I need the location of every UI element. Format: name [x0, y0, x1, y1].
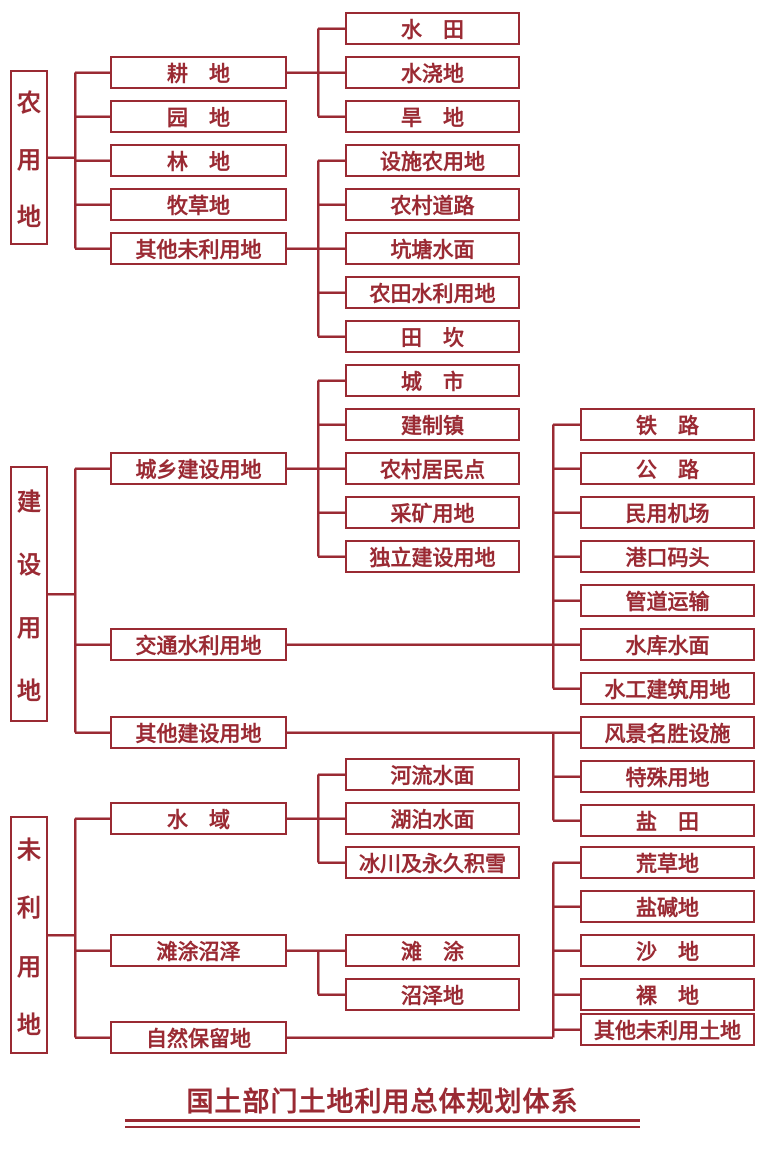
- node-independent-construction-land: 独立建设用地: [345, 540, 520, 573]
- node-wild-grassland: 荒草地: [580, 846, 755, 879]
- node-salt-pan: 盐 田: [580, 804, 755, 837]
- node-agricultural-land: 农用地: [10, 70, 48, 245]
- node-rural-road: 农村道路: [345, 188, 520, 221]
- title-underline-top: [125, 1119, 640, 1122]
- node-rural-settlement: 农村居民点: [345, 452, 520, 485]
- node-civil-airport: 民用机场: [580, 496, 755, 529]
- node-cultivated-land: 耕 地: [110, 56, 287, 89]
- node-sandy-land: 沙 地: [580, 934, 755, 967]
- node-irrigated-land: 水浇地: [345, 56, 520, 89]
- node-tidal-flat-marsh: 滩涂沼泽: [110, 934, 287, 967]
- node-mining-land: 采矿用地: [345, 496, 520, 529]
- node-scenic-facility-land: 风景名胜设施: [580, 716, 755, 749]
- node-transport-water-conservancy-land: 交通水利用地: [110, 628, 287, 661]
- node-forest-land: 林 地: [110, 144, 287, 177]
- node-farmland-water-conservancy-land: 农田水利用地: [345, 276, 520, 309]
- node-marshland: 沼泽地: [345, 978, 520, 1011]
- node-hydraulic-structure-land: 水工建筑用地: [580, 672, 755, 705]
- diagram-title: 国土部门土地利用总体规划体系: [186, 1087, 579, 1117]
- node-highway: 公 路: [580, 452, 755, 485]
- node-urban-rural-construction-land: 城乡建设用地: [110, 452, 287, 485]
- node-facility-agricultural-land: 设施农用地: [345, 144, 520, 177]
- node-glacier-permanent-snow: 冰川及永久积雪: [345, 846, 520, 879]
- node-natural-reserved-land: 自然保留地: [110, 1021, 287, 1054]
- node-dry-land: 旱 地: [345, 100, 520, 133]
- node-paddy-field: 水 田: [345, 12, 520, 45]
- node-garden-land: 园 地: [110, 100, 287, 133]
- node-designated-town: 建制镇: [345, 408, 520, 441]
- connector-lines: [48, 27, 580, 1039]
- node-pasture-land: 牧草地: [110, 188, 287, 221]
- node-field-ridge: 田 坎: [345, 320, 520, 353]
- node-city: 城 市: [345, 364, 520, 397]
- title-underline-bottom: [125, 1126, 640, 1128]
- node-saline-alkali-land: 盐碱地: [580, 890, 755, 923]
- node-river-water-surface: 河流水面: [345, 758, 520, 791]
- node-water-area: 水 域: [110, 802, 287, 835]
- node-pond-water-surface: 坑塘水面: [345, 232, 520, 265]
- node-other-agricultural-land: 其他未利用地: [110, 232, 287, 265]
- node-pipeline-transport: 管道运输: [580, 584, 755, 617]
- node-railway: 铁 路: [580, 408, 755, 441]
- node-other-construction-land: 其他建设用地: [110, 716, 287, 749]
- node-port-wharf: 港口码头: [580, 540, 755, 573]
- node-bare-land: 裸 地: [580, 978, 755, 1011]
- node-lake-water-surface: 湖泊水面: [345, 802, 520, 835]
- node-other-unused-land: 其他未利用土地: [580, 1013, 755, 1046]
- node-special-land: 特殊用地: [580, 760, 755, 793]
- node-construction-land: 建设用地: [10, 466, 48, 722]
- node-reservoir-water-surface: 水库水面: [580, 628, 755, 661]
- node-unused-land: 未利用地: [10, 816, 48, 1054]
- node-tidal-flat: 滩 涂: [345, 934, 520, 967]
